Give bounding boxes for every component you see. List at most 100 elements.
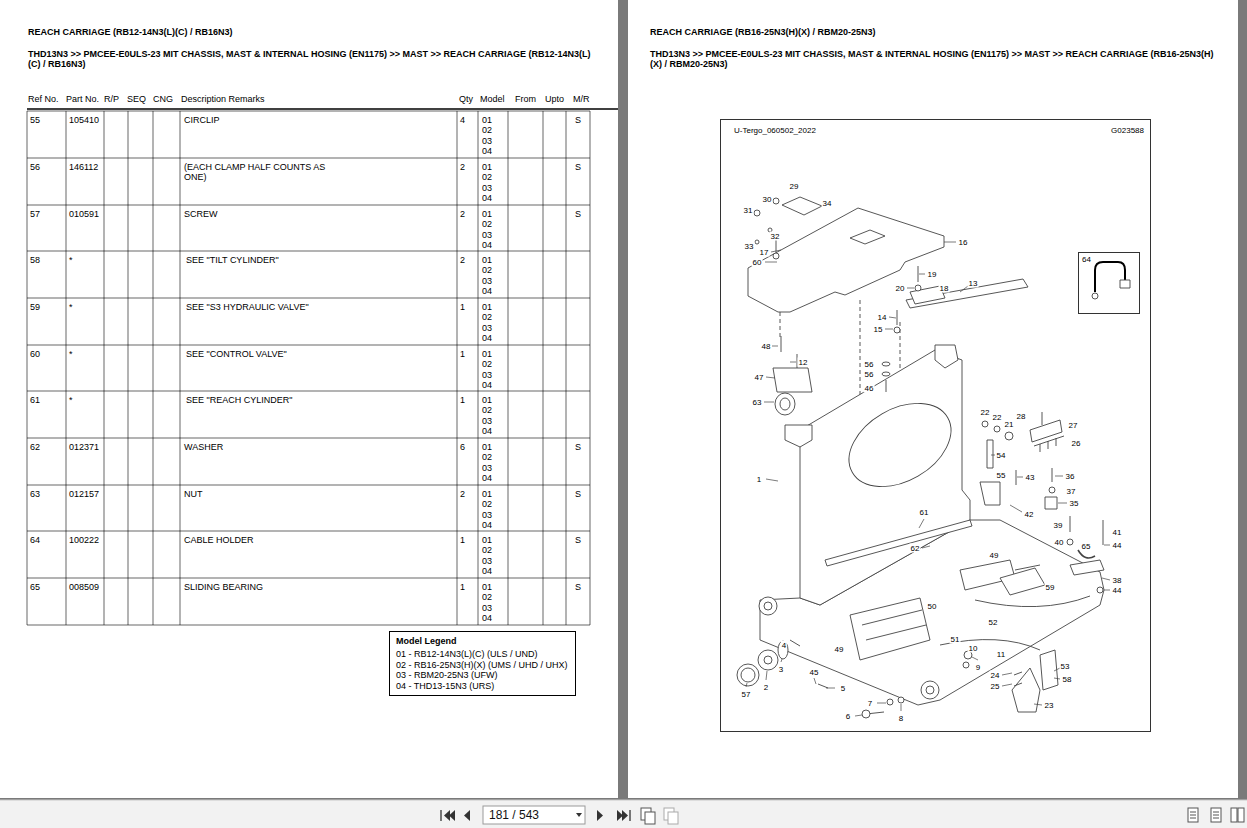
- callout-number: 49: [834, 645, 845, 654]
- view-icon: [1213, 812, 1219, 818]
- carriage-drawing: [825, 520, 972, 566]
- mr-flag: S: [575, 442, 581, 452]
- callout-number: 11: [996, 650, 1006, 659]
- node-text: 03 - RBM20-25N3 (UFW): [396, 670, 569, 680]
- callout-number: 56: [864, 370, 875, 379]
- column-header: Qty: [459, 94, 473, 104]
- mr-flag: S: [575, 162, 581, 172]
- leader-line: [746, 242, 1110, 716]
- callout-number: 21: [1004, 420, 1015, 429]
- callout-number: 31: [743, 206, 754, 215]
- callout-number: 62: [910, 544, 921, 553]
- node-text: 01 - RB12-14N3(L)(C) (ULS / UND): [396, 649, 569, 659]
- breadcrumb: THD13N3 >> PMCEE-E0ULS-23 MIT CHASSIS, M…: [28, 49, 594, 70]
- quantity: 6: [460, 442, 465, 452]
- part-description: (EACH CLAMP HALF COUNTS AS ONE): [184, 162, 336, 183]
- callout-number: 46: [864, 384, 875, 393]
- mr-flag: S: [575, 489, 581, 499]
- part-description: CIRCLIP: [184, 115, 336, 125]
- callout-number: 50: [927, 602, 938, 611]
- toolbar: [483, 806, 585, 824]
- page-counter: 181 / 543: [489, 808, 539, 822]
- callout-number: 39: [1053, 521, 1064, 530]
- callout-number: 4: [781, 641, 787, 650]
- carriage-drawing: [754, 210, 760, 216]
- column-header: Model: [480, 94, 505, 104]
- quantity: 1: [460, 535, 465, 545]
- callout-number: 7: [867, 699, 873, 708]
- carriage-drawing: [737, 197, 1130, 718]
- carriage-drawing: [982, 421, 988, 427]
- callout-number: 34: [822, 199, 833, 208]
- callout-number: 12: [798, 358, 809, 367]
- carriage-drawing: [748, 208, 944, 312]
- model-list: 01 02 03 04: [482, 489, 494, 531]
- carriage-drawing: [994, 426, 1000, 432]
- model-legend-box: Model Legend01 - RB12-14N3(L)(C) (ULS / …: [389, 631, 576, 696]
- callout-number: 28: [1016, 412, 1027, 421]
- ref-number: 61: [30, 395, 40, 405]
- callout-number: 61: [919, 508, 930, 517]
- part-description: WASHER: [184, 442, 336, 452]
- carriage-drawing: [755, 240, 759, 244]
- column-header: Upto: [545, 94, 564, 104]
- mr-flag: S: [575, 115, 581, 125]
- carriage-drawing: [1049, 487, 1055, 493]
- carriage-drawing: [1070, 516, 1071, 532]
- nav-icon: [464, 810, 470, 821]
- quantity: 2: [460, 209, 465, 219]
- carriage-drawing: [778, 641, 788, 659]
- part-number: *: [69, 255, 73, 265]
- carriage-drawing: [887, 699, 893, 705]
- callout-number: 27: [1068, 421, 1079, 430]
- ref-number: 56: [30, 162, 40, 172]
- page-sheet: [0, 0, 618, 798]
- part-description: NUT: [184, 489, 336, 499]
- callout-number: 36: [1065, 472, 1076, 481]
- carriage-drawing: [1067, 539, 1073, 545]
- carriage-drawing: [882, 372, 890, 376]
- mr-flag: S: [575, 209, 581, 219]
- callout-number: 41: [1112, 528, 1123, 537]
- callout-number: 9: [975, 663, 981, 672]
- callout-number: 44: [1112, 586, 1123, 595]
- carriage-drawing: [862, 610, 926, 640]
- node-text: 02 - RB16-25N3(H)(X) (UMS / UHD / UHX): [396, 660, 569, 670]
- part-number: *: [69, 349, 73, 359]
- callout-number: 22: [992, 413, 1003, 422]
- nav-icon: [449, 810, 455, 821]
- callout-number: 29: [789, 182, 800, 191]
- column-header: From: [515, 94, 536, 104]
- breadcrumb: THD13N3 >> PMCEE-E0ULS-23 MIT CHASSIS, M…: [650, 49, 1222, 70]
- leader-line: [746, 242, 1110, 716]
- part-description: SEE "S3 HYDRAULIC VALVE": [186, 302, 338, 312]
- callout-number: 8: [898, 714, 904, 723]
- callout-number: 44: [1112, 541, 1123, 550]
- carriage-drawing: [1070, 560, 1104, 575]
- callout-number: 1: [756, 475, 762, 484]
- ref-number: 60: [30, 349, 40, 359]
- carriage-drawing: [773, 368, 812, 392]
- carriage-drawing: [1103, 520, 1104, 545]
- callout-number: 47: [754, 373, 765, 382]
- carriage-drawing: [850, 598, 930, 660]
- callout-number: 3: [778, 665, 784, 674]
- nav-icon: [440, 810, 441, 821]
- callout-number: 17: [759, 248, 770, 257]
- callout-number: 32: [770, 232, 781, 241]
- callout-number: 18: [939, 284, 950, 293]
- callout-number: 48: [761, 342, 772, 351]
- view-icon: [1188, 808, 1198, 822]
- ref-number: 58: [30, 255, 40, 265]
- toolbar: [0, 800, 1247, 801]
- part-number: 105410: [69, 115, 99, 125]
- carriage-drawing: [741, 668, 755, 682]
- callout-number: 13: [968, 279, 979, 288]
- part-number: 146112: [69, 162, 98, 172]
- part-number: 012371: [69, 442, 99, 452]
- table-rule: [27, 111, 590, 625]
- carriage-drawing: [800, 350, 970, 605]
- node-text: G023588: [1111, 126, 1144, 135]
- part-number: 012157: [69, 489, 99, 499]
- callout-number: 37: [1066, 487, 1077, 496]
